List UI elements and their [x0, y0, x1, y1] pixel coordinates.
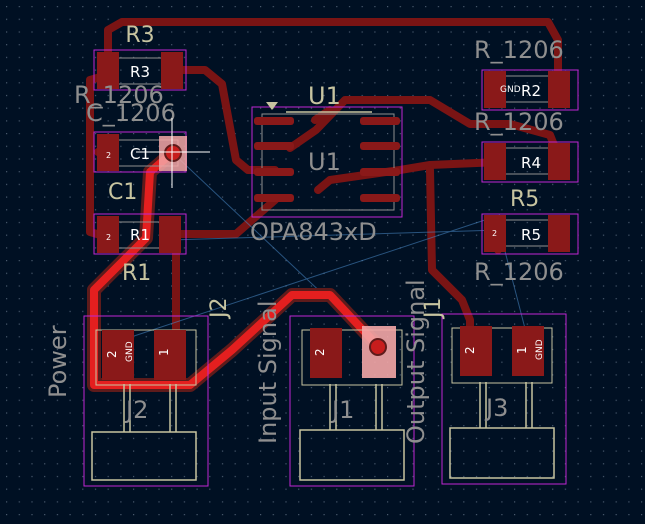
capacitor-c1[interactable]: C1 C_1206 C1 2 — [86, 99, 187, 205]
j2-silk-ref: J2 — [207, 298, 232, 321]
r4-fab-ref: R4 — [521, 154, 541, 172]
resistor-r1[interactable]: R1 R1 2 — [97, 216, 181, 286]
c1-pad-number-2: 2 — [106, 151, 111, 160]
r3-fab-ref: R3 — [130, 63, 150, 81]
j2-fab-ref: J2 — [124, 396, 148, 424]
u1-fab-ref: U1 — [308, 148, 341, 176]
r5-pad-number-2: 2 — [492, 229, 497, 238]
connector-j1[interactable]: 2 J1 J1 Input Signal — [254, 298, 446, 481]
track-r3-r2 — [104, 18, 562, 92]
r1-silk-ref: R1 — [122, 261, 151, 286]
u1-value: OPA843xD — [250, 218, 377, 246]
r2-fab-ref: R2 — [521, 82, 541, 100]
j2-pad-number-2: 2 — [105, 350, 119, 358]
u1-silk-ref: U1 — [308, 82, 341, 110]
j1-value: Input Signal — [254, 301, 282, 445]
j1-silk-ref: J1 — [421, 298, 446, 321]
track-u1-r4 — [314, 158, 504, 194]
courtyards — [83, 49, 579, 487]
r3-silk-ref: R3 — [125, 23, 154, 48]
j3-pad-gnd: GND — [535, 339, 545, 360]
r5-value: R_1206 — [474, 258, 564, 286]
c1-value: C_1206 — [86, 99, 176, 127]
r1-fab-ref: R1 — [130, 226, 150, 244]
connector-j2[interactable]: 2 GND 1 J2 J2 Power — [44, 298, 232, 481]
c1-silk-ref: C1 — [108, 180, 137, 205]
resistor-r3[interactable]: R3 R3 R_1206 — [74, 23, 183, 109]
u1-pin1-marker-icon — [266, 102, 278, 110]
j3-pad-number-2: 2 — [463, 346, 477, 354]
r4-value: R_1206 — [474, 108, 564, 136]
r2-pad-gnd: GND — [500, 85, 521, 95]
j1-pad-1-highlight[interactable] — [369, 338, 387, 356]
r5-silk-ref: R5 — [510, 187, 539, 212]
j3-value: Output Signal — [402, 279, 430, 444]
j2-pad-gnd: GND — [125, 341, 135, 362]
r3-value: R_1206 — [74, 81, 164, 109]
c1-pad-1-highlight[interactable] — [164, 144, 182, 162]
j1-fab-ref: J1 — [330, 396, 354, 424]
c1-fab-ref: C1 — [130, 145, 150, 163]
resistor-r2[interactable]: R2 R_1206 GND — [474, 36, 570, 108]
r2-value: R_1206 — [474, 36, 564, 64]
j2-pad-number-1: 1 — [157, 348, 171, 356]
resistor-r4[interactable]: R4 R_1206 — [474, 108, 570, 180]
j3-pad-number-1: 1 — [515, 346, 529, 354]
j2-value: Power — [44, 325, 72, 398]
opamp-u1[interactable]: U1 U1 OPA843xD — [250, 82, 400, 246]
j1-pad-number-2: 2 — [313, 348, 327, 356]
track-u1-top-loop — [286, 96, 564, 164]
connector-j3[interactable]: 2 1 GND J3 Output Signal — [402, 279, 555, 479]
crosshair-cursor-icon — [136, 118, 210, 188]
r5-fab-ref: R5 — [521, 226, 541, 244]
r1-pad-number-2: 2 — [106, 233, 111, 242]
resistor-r5[interactable]: R5 R5 R_1206 2 — [474, 187, 570, 286]
j3-fab-ref: J3 — [484, 394, 508, 422]
